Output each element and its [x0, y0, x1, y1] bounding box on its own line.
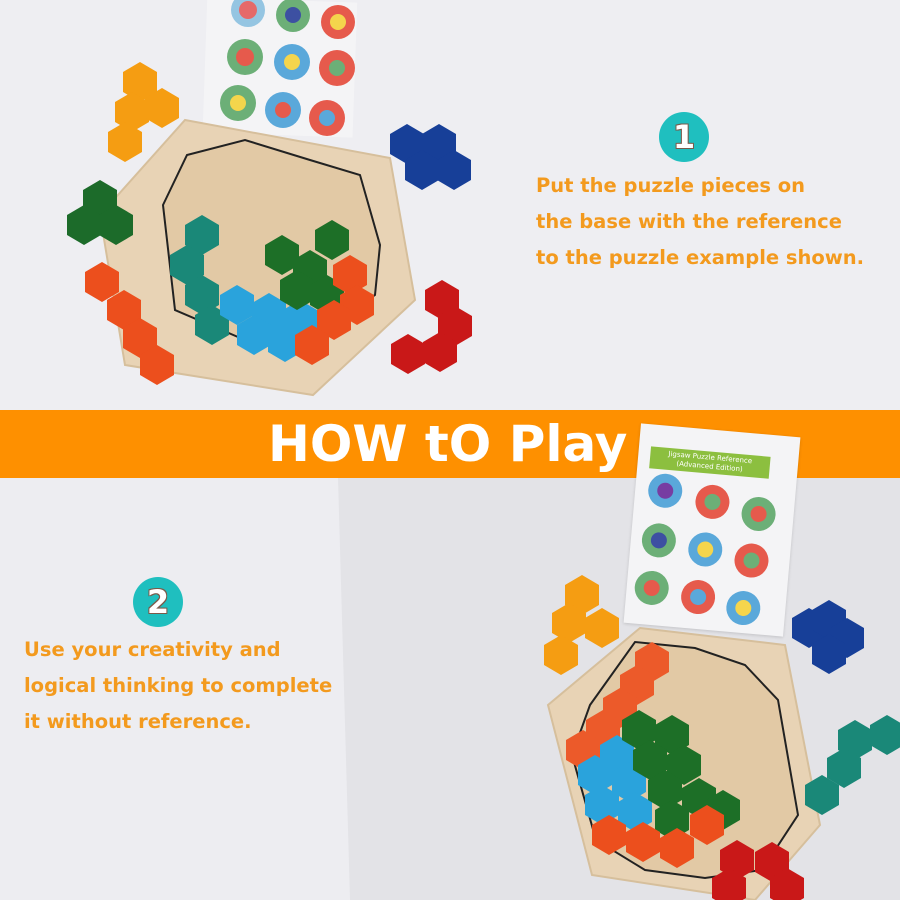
step-1-number: 1	[672, 118, 696, 156]
bottom-left-panel	[0, 478, 350, 900]
step-2-badge: 2	[133, 577, 183, 627]
step-1-instructions: Put the puzzle pieces on the base with t…	[536, 174, 865, 269]
step-2-number: 2	[146, 583, 170, 621]
product-image-step-2	[530, 570, 900, 900]
reference-patterns	[634, 473, 776, 626]
hex-puzzle-illustration-1	[67, 0, 472, 397]
step-2-instructions: Use your creativity and logical thinking…	[24, 638, 333, 733]
hex-puzzle-illustration-2	[544, 575, 900, 900]
reference-card: Jigsaw Puzzle Reference (Advanced Editio…	[623, 423, 801, 637]
step-1-badge: 1	[659, 112, 709, 162]
banner-title: HOW tO Play	[268, 415, 628, 473]
product-image-step-1	[55, 0, 485, 400]
